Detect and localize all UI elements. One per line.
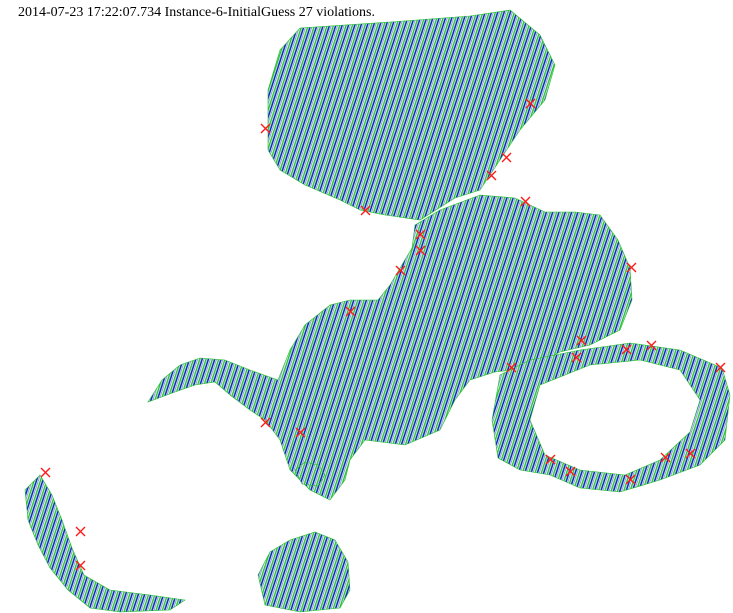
violation-markers	[40, 98, 726, 571]
x-mark-icon	[646, 340, 657, 351]
region-upper	[267, 9, 556, 221]
x-mark-icon	[75, 526, 86, 537]
x-mark-icon	[395, 265, 406, 276]
x-mark-icon	[345, 306, 356, 317]
x-mark-icon	[501, 152, 512, 163]
x-mark-icon	[660, 452, 671, 463]
x-mark-icon	[415, 229, 426, 240]
x-mark-icon	[506, 362, 517, 373]
x-mark-icon	[571, 352, 582, 363]
region-middle	[147, 194, 633, 501]
x-mark-icon	[625, 474, 636, 485]
x-mark-icon	[576, 335, 587, 346]
x-mark-icon	[415, 245, 426, 256]
x-mark-icon	[295, 427, 306, 438]
x-mark-icon	[715, 362, 726, 373]
x-mark-icon	[621, 344, 632, 355]
region-ring	[491, 342, 731, 493]
x-mark-icon	[520, 196, 531, 207]
x-mark-icon	[260, 417, 271, 428]
x-mark-icon	[260, 123, 271, 134]
region-fragment-small	[294, 461, 326, 487]
x-mark-icon	[626, 262, 637, 273]
x-mark-icon	[75, 560, 86, 571]
region-lower-middle	[257, 531, 351, 613]
x-mark-icon	[545, 454, 556, 465]
x-mark-icon	[685, 448, 696, 459]
x-mark-icon	[486, 170, 497, 181]
x-mark-icon	[40, 467, 51, 478]
region-lower-left	[24, 474, 186, 613]
x-mark-icon	[565, 466, 576, 477]
x-mark-icon	[360, 205, 371, 216]
x-mark-icon	[525, 98, 536, 109]
status-line: 2014-07-23 17:22:07.734 Instance-6-Initi…	[18, 5, 375, 20]
